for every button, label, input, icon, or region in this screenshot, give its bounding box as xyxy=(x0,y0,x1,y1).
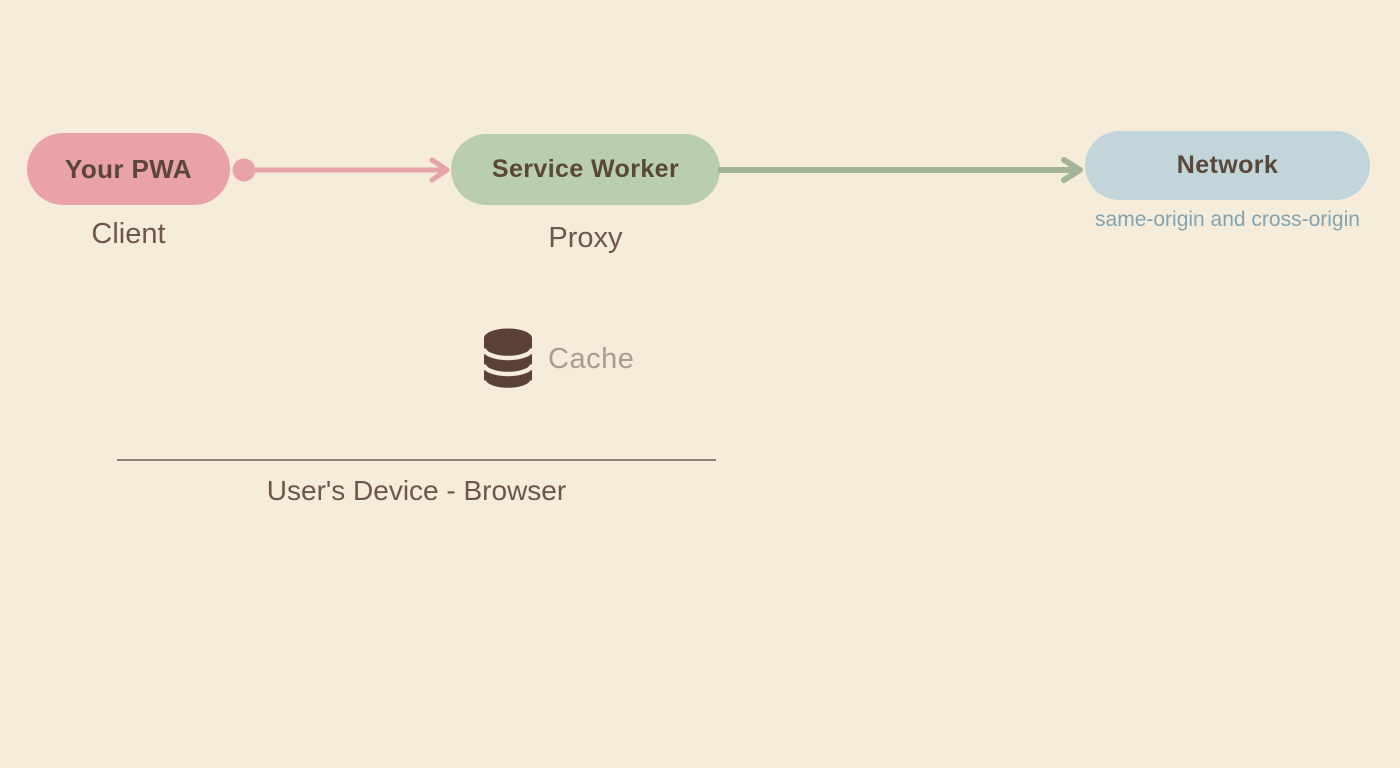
device-boundary-label: User's Device - Browser xyxy=(266,475,567,506)
node-network: Network xyxy=(1085,131,1370,200)
arrowhead-icon xyxy=(1061,157,1083,183)
node-service-worker-sublabel: Proxy xyxy=(548,222,623,254)
cache-group: Cache xyxy=(483,327,634,391)
cache-label: Cache xyxy=(548,342,635,375)
node-service-worker-label: Service Worker xyxy=(491,155,680,183)
database-icon xyxy=(483,328,533,391)
node-your-pwa-label: Your PWA xyxy=(65,153,192,184)
node-your-pwa: Your PWA xyxy=(27,133,230,205)
arrow-pwa-to-service-worker xyxy=(232,157,450,183)
node-network-label: Network xyxy=(1176,151,1279,179)
node-your-pwa-sublabel: Client xyxy=(91,218,166,250)
node-network-sublabel: same-origin and cross-origin xyxy=(1095,208,1360,231)
device-boundary-line xyxy=(117,459,716,461)
arrowhead-icon xyxy=(429,157,450,183)
node-service-worker: Service Worker xyxy=(451,134,720,205)
arrow-service-worker-to-network xyxy=(718,157,1083,183)
